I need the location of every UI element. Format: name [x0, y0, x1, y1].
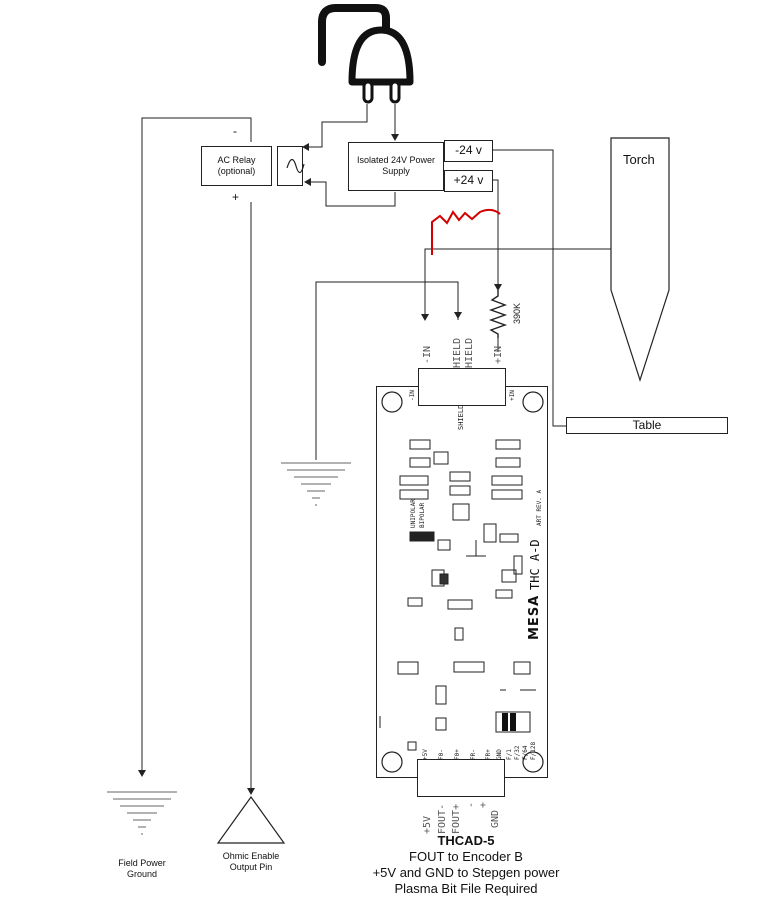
ohmic-line2: Output Pin [229, 862, 273, 872]
field-ground-line1: Field Power [118, 858, 166, 868]
wire-relay-to-field-ground [138, 117, 252, 777]
board-components [379, 439, 536, 751]
wire-plug-to-relay [302, 104, 368, 151]
board-shield-pad: SHIELD [457, 404, 465, 430]
table-label: Table [632, 418, 662, 432]
ground-symbol-shield [281, 462, 351, 506]
relay-subtitle: (optional) [217, 166, 256, 176]
torch-shape [610, 137, 670, 382]
out-pin-fout-minus: FOUT- [437, 803, 448, 834]
pin-label-minus-in: -IN [422, 345, 433, 364]
stray-wire-red [431, 208, 501, 255]
torch-label: Torch [623, 152, 655, 167]
board-pin-5v: +5V [422, 749, 429, 760]
input-connector [418, 368, 506, 406]
out-pin-plus: + [478, 801, 489, 808]
board-freq-128: F/128 [530, 741, 537, 760]
psu-neg-label: -24 v [455, 143, 482, 157]
board-freq-32: F/32 [514, 745, 521, 760]
out-pin-minus: - [466, 801, 477, 808]
resistor-value-label: 390K [512, 302, 522, 324]
out-pin-gnd: GND [490, 809, 501, 828]
mount-hole [522, 751, 544, 773]
board-pin-fr-plus: FR+ [485, 749, 492, 760]
table-box: Table [566, 417, 728, 434]
field-ground-line2: Ground [126, 869, 158, 879]
ac-sine-icon [286, 158, 305, 174]
mount-hole [381, 391, 403, 413]
psu-subtitle: Supply [382, 166, 410, 176]
board-pin-fr-minus: FR- [470, 749, 477, 760]
output-connector [417, 759, 505, 797]
out-pin-fout-plus: FOUT+ [451, 803, 462, 834]
caption-block: THCAD-5 FOUT to Encoder B +5V and GND to… [346, 833, 586, 897]
wire-torch-to-minus-in [421, 248, 611, 321]
psu-box: Isolated 24V Power Supply [348, 142, 444, 191]
ground-symbol-field [107, 791, 177, 835]
resistor-390k [488, 290, 508, 338]
board-rev-label: ART REV. A [536, 489, 543, 526]
pin-label-plus-in: +IN [493, 345, 504, 364]
relay-minus-label: - [233, 124, 237, 138]
wire-pos24-to-resistor [493, 179, 502, 291]
ohmic-output-triangle [216, 795, 286, 844]
caption-line3: Plasma Bit File Required [394, 881, 538, 896]
psu-pos-label: +24 v [453, 173, 484, 187]
freq-jumper-block [502, 713, 516, 731]
caption-line2: +5V and GND to Stepgen power [372, 865, 560, 880]
board-pin-f0-minus: F0- [438, 749, 445, 760]
board-freq-1: F/1 [506, 749, 513, 760]
board-unipolar-label: UNIPOLAR [410, 499, 417, 528]
caption-title: THCAD-5 [437, 833, 495, 848]
board-minus-in-pad: -IN [408, 390, 416, 401]
wire-psu-to-relay [304, 178, 396, 207]
psu-title: Isolated 24V Power [356, 155, 436, 165]
relay-plus-label: + [232, 190, 240, 204]
out-pin-5v: +5V [422, 815, 433, 834]
board-brand-text: MESA [527, 594, 542, 640]
board-pin-gnd: GND [496, 749, 503, 760]
board-plus-in-pad: +IN [508, 390, 516, 401]
board-freq-64: F/64 [522, 745, 529, 760]
ac-relay-box: AC Relay (optional) [201, 146, 272, 186]
field-ground-label: Field Power Ground [92, 858, 192, 880]
ohmic-enable-label: Ohmic Enable Output Pin [201, 851, 301, 873]
wire-neg24-to-table [493, 149, 566, 427]
board-pin-f0-plus: F0+ [454, 749, 461, 760]
caption-line1: FOUT to Encoder B [409, 849, 523, 864]
ac-relay-coil-box [277, 146, 303, 186]
board-bipolar-label: BIPOLAR [419, 502, 426, 528]
psu-pos-terminal: +24 v [444, 170, 493, 192]
thcad-board [376, 386, 548, 778]
relay-title: AC Relay [217, 155, 256, 165]
mount-hole [522, 391, 544, 413]
mount-hole [381, 751, 403, 773]
power-plug-icon [318, 4, 414, 104]
board-brand-logo: MESA [527, 595, 542, 640]
board-model-label: THC A-D [528, 539, 542, 590]
psu-neg-terminal: -24 v [444, 140, 493, 162]
ohmic-line1: Ohmic Enable [222, 851, 280, 861]
